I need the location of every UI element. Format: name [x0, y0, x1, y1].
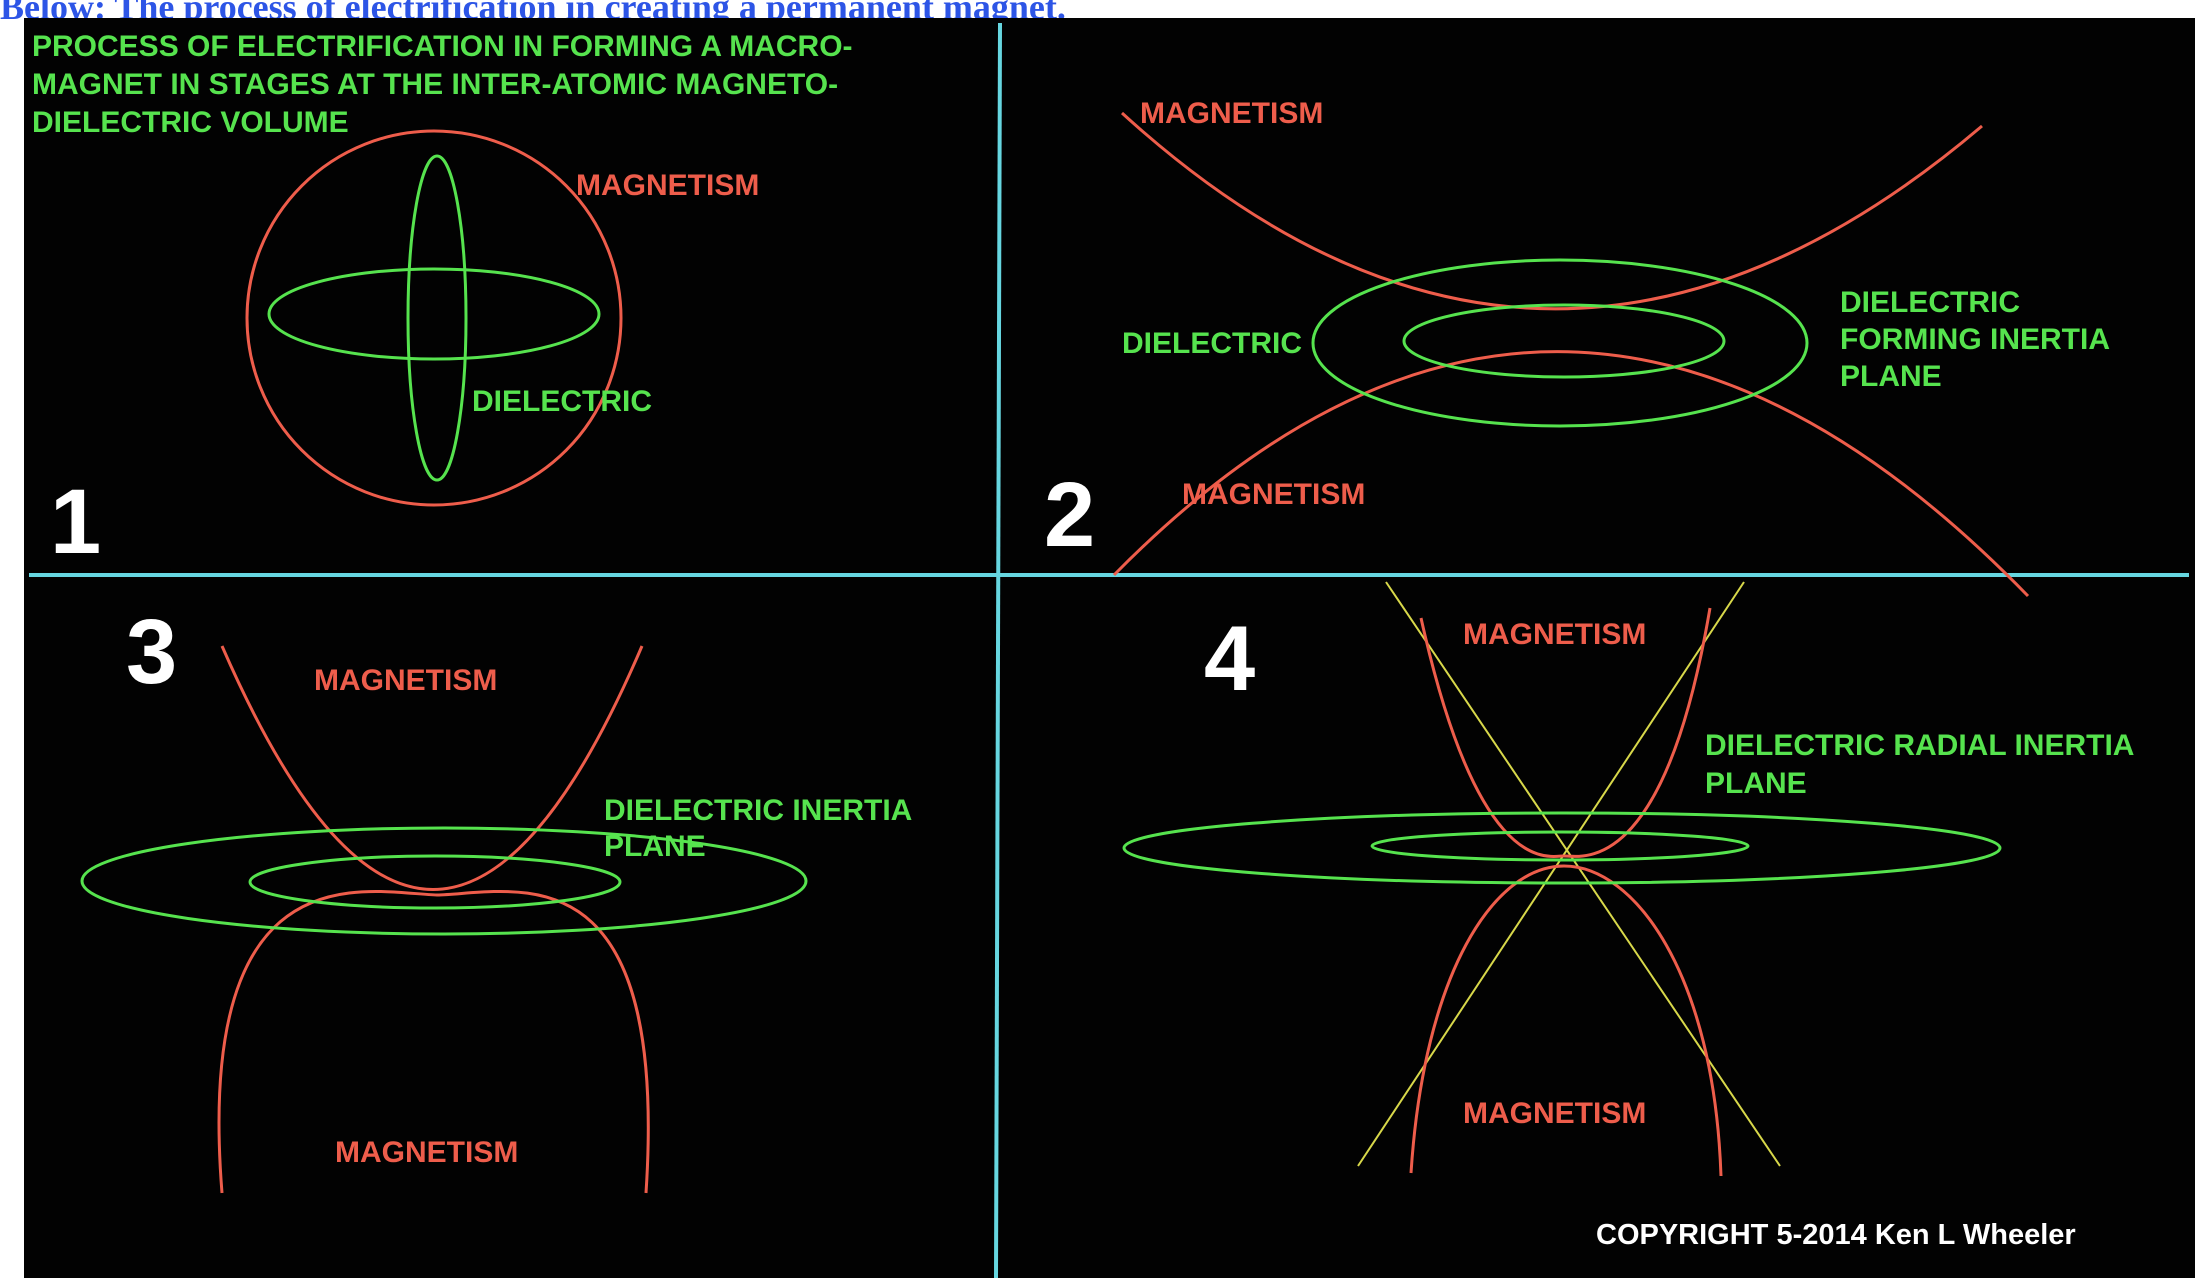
- panel-3-inertia-line-2: PLANE: [604, 830, 706, 863]
- panel-2-dielectric-outer-ring: [1311, 258, 1809, 428]
- panel-1: PROCESS OF ELECTRIFICATION IN FORMING A …: [32, 30, 853, 573]
- vertical-divider: [994, 22, 1002, 1278]
- panel-2-dielectric-label: DIELECTRIC: [1122, 327, 1302, 360]
- panel-3-number: 3: [126, 601, 177, 703]
- panel-2-number: 2: [1044, 464, 1095, 566]
- panel-3-magnetism-lower-arc: [217, 889, 650, 1194]
- panel-4: 4 MAGNETISM DIELECTRIC RADIAL INERTIA PL…: [1122, 581, 2134, 1177]
- panel-2-inertia-line-2: FORMING INERTIA: [1840, 323, 2110, 356]
- panel-4-magnetism-bottom-label: MAGNETISM: [1463, 1097, 1646, 1130]
- panel-4-dielectric-outer-ring: [1122, 811, 2002, 885]
- panel-4-magnetism-top-label: MAGNETISM: [1463, 618, 1646, 651]
- panel-1-dielectric-horizontal-ring: [267, 267, 601, 361]
- panel-1-magnetism-sphere: [245, 129, 623, 507]
- panel-1-dielectric-vertical-ring: [406, 154, 468, 482]
- panel-3-dielectric-outer-ring: [80, 826, 808, 936]
- panel-4-dielectric-inner-ring: [1370, 830, 1750, 862]
- panel-4-inertia-line-1: DIELECTRIC RADIAL INERTIA: [1705, 729, 2134, 762]
- panel-4-inertia-line-2: PLANE: [1705, 767, 1807, 800]
- panel-1-title-line-1: PROCESS OF ELECTRIFICATION IN FORMING A …: [32, 30, 853, 63]
- panel-1-title-line-3: DIELECTRIC VOLUME: [32, 106, 349, 139]
- panel-2-magnetism-bottom-label: MAGNETISM: [1182, 478, 1365, 511]
- panel-4-magnetism-upper-arc: [1419, 607, 1712, 858]
- panel-3-inertia-line-1: DIELECTRIC INERTIA: [604, 794, 912, 827]
- diagram-canvas: PROCESS OF ELECTRIFICATION IN FORMING A …: [29, 22, 2189, 1278]
- electrification-diagram: PROCESS OF ELECTRIFICATION IN FORMING A …: [24, 18, 2195, 1278]
- panel-2-magnetism-upper-arc: [1120, 111, 1983, 311]
- panel-3-magnetism-upper-arc: [220, 645, 644, 891]
- panel-4-magnetism-lower-arc: [1409, 864, 1723, 1177]
- panel-2-dielectric-inner-ring: [1402, 303, 1726, 379]
- panel-2-magnetism-lower-arc: [1112, 350, 2030, 598]
- panel-2-inertia-line-1: DIELECTRIC: [1840, 286, 2020, 319]
- panel-1-title-line-2: MAGNET IN STAGES AT THE INTER-ATOMIC MAG…: [32, 68, 838, 101]
- panel-3-dielectric-inner-ring: [248, 854, 622, 910]
- panel-3-magnetism-bottom-label: MAGNETISM: [335, 1136, 518, 1169]
- caption: Below: The process of electrification in…: [0, 0, 1066, 27]
- panel-2-inertia-line-3: PLANE: [1840, 360, 1942, 393]
- panel-4-number: 4: [1204, 608, 1255, 710]
- panel-1-magnetism-label: MAGNETISM: [576, 169, 759, 202]
- panel-4-axis-line-a: [1385, 581, 1781, 1167]
- panel-3: 3 MAGNETISM DIELECTRIC INERTIA PLANE MAG…: [80, 601, 912, 1194]
- panel-4-axis-line-b: [1357, 581, 1745, 1167]
- panel-3-magnetism-top-label: MAGNETISM: [314, 664, 497, 697]
- panel-1-dielectric-label: DIELECTRIC: [472, 385, 652, 418]
- panel-1-number: 1: [50, 471, 101, 573]
- copyright: COPYRIGHT 5-2014 Ken L Wheeler: [1596, 1219, 2076, 1251]
- panel-2: MAGNETISM DIELECTRIC DIELECTRIC FORMING …: [1044, 97, 2110, 598]
- panel-2-magnetism-top-label: MAGNETISM: [1140, 97, 1323, 130]
